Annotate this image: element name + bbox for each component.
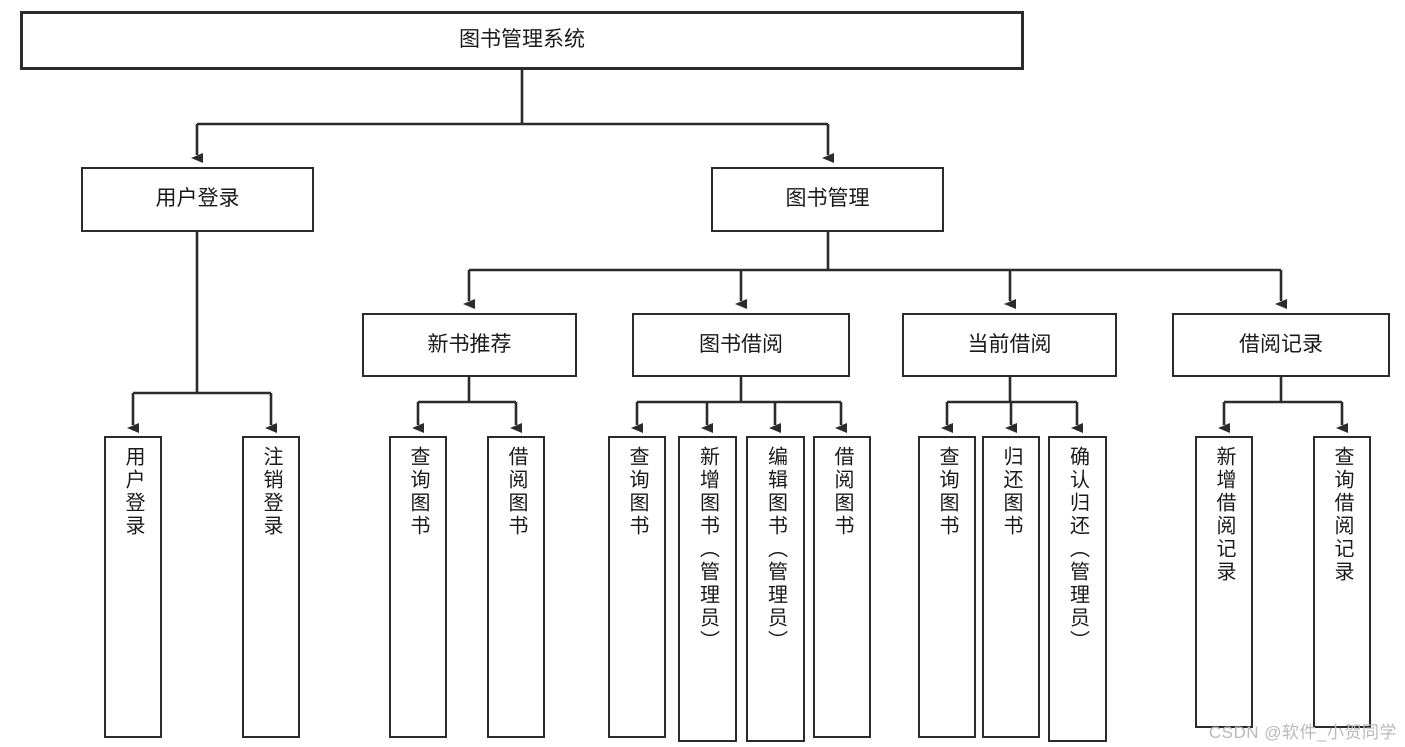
node-leaf-return-book[interactable]: 归还图书 (982, 436, 1040, 738)
node-leaf-confirm-return-admin[interactable]: 确认归还（管理员） (1048, 436, 1107, 742)
node-borrow-record[interactable]: 借阅记录 (1172, 313, 1390, 377)
node-leaf-query-book-1[interactable]: 查询图书 (389, 436, 447, 738)
node-label: 新书推荐 (427, 332, 512, 356)
node-label: 借阅图书 (831, 446, 853, 538)
node-label: 注销登录 (260, 446, 282, 538)
node-new-book-rec[interactable]: 新书推荐 (362, 313, 577, 377)
node-label: 用户登录 (122, 446, 144, 538)
node-leaf-add-book-admin[interactable]: 新增图书（管理员） (678, 436, 737, 742)
node-label: 新增图书（管理员） (696, 446, 719, 653)
node-leaf-borrow-book-2[interactable]: 借阅图书 (813, 436, 871, 738)
node-leaf-query-borrow-record[interactable]: 查询借阅记录 (1313, 436, 1371, 728)
watermark: CSDN @软件_小贺同学 (1208, 723, 1397, 742)
node-user-login[interactable]: 用户登录 (81, 167, 314, 232)
node-current-borrow[interactable]: 当前借阅 (902, 313, 1117, 377)
node-label: 借阅记录 (1239, 332, 1323, 356)
node-leaf-edit-book-admin[interactable]: 编辑图书（管理员） (746, 436, 805, 742)
node-label: 确认归还（管理员） (1066, 446, 1089, 653)
node-leaf-query-book-2[interactable]: 查询图书 (608, 436, 666, 738)
node-label: 新增借阅记录 (1213, 446, 1235, 584)
node-leaf-query-book-3[interactable]: 查询图书 (918, 436, 976, 738)
node-leaf-user-login[interactable]: 用户登录 (104, 436, 162, 738)
node-label: 编辑图书（管理员） (764, 446, 787, 653)
node-leaf-add-borrow-record[interactable]: 新增借阅记录 (1195, 436, 1253, 728)
node-leaf-logout-login[interactable]: 注销登录 (242, 436, 300, 738)
node-leaf-borrow-book-1[interactable]: 借阅图书 (487, 436, 545, 738)
node-label: 借阅图书 (505, 446, 527, 538)
node-label: 当前借阅 (967, 332, 1052, 356)
node-label: 查询借阅记录 (1331, 446, 1353, 584)
node-label: 用户登录 (155, 187, 240, 211)
node-book-manage[interactable]: 图书管理 (711, 167, 944, 232)
node-label: 图书借阅 (699, 332, 783, 356)
node-label: 查询图书 (407, 446, 429, 538)
node-root[interactable]: 图书管理系统 (20, 11, 1024, 70)
node-book-borrow[interactable]: 图书借阅 (632, 313, 850, 377)
node-label: 查询图书 (626, 446, 648, 538)
node-label: 归还图书 (1000, 446, 1022, 538)
node-label: 图书管理 (785, 187, 870, 211)
node-label: 图书管理系统 (459, 28, 585, 52)
node-label: 查询图书 (936, 446, 958, 538)
